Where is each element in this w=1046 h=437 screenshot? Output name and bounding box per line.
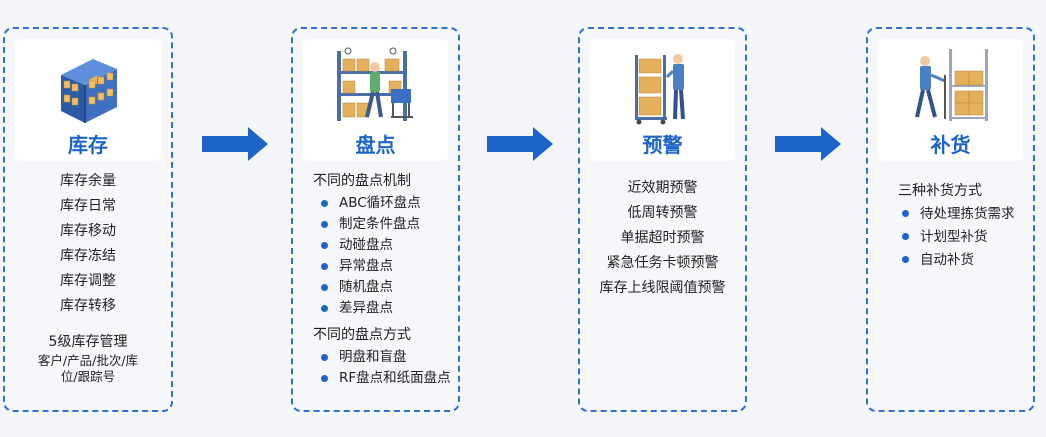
replenish-title: 补货 <box>930 133 971 157</box>
inventory-item: 库存移动 <box>60 223 116 239</box>
list-item: 制定条件盘点 <box>313 214 458 235</box>
replenish-panel: 补货 三种补货方式 待处理拣货需求 计划型补货 自动补货 <box>866 27 1035 412</box>
alert-body: 近效期预警 低周转预警 单据超时预警 紧急任务卡顿预警 库存上线限阈值预警 <box>580 176 745 301</box>
alert-item: 库存上线限阈值预警 <box>599 280 726 296</box>
list-item: 计划型补货 <box>894 226 1033 249</box>
inventory-item: 库存冻结 <box>60 248 116 264</box>
inventory-title: 库存 <box>68 133 108 157</box>
list-item: ABC循环盘点 <box>313 193 458 214</box>
inventory-item: 库存日常 <box>60 198 116 214</box>
list-item: 异常盘点 <box>313 256 458 277</box>
alert-item: 低周转预警 <box>627 205 698 221</box>
inventory-body: 库存余量 库存日常 库存移动 库存冻结 库存调整 库存转移 5级库存管理 客户/… <box>5 169 171 385</box>
stocktake-body: 不同的盘点机制 ABC循环盘点 制定条件盘点 动碰盘点 异常盘点 随机盘点 差异… <box>313 169 458 389</box>
list-item: 明盘和盲盘 <box>313 347 458 368</box>
replenish-header: 补货 <box>878 39 1023 161</box>
list-item: 差异盘点 <box>313 298 458 319</box>
inventory-management-desc: 客户/产品/批次/库 <box>37 353 139 368</box>
list-item: 待处理拣货需求 <box>894 203 1033 226</box>
stocktake-title: 盘点 <box>355 133 396 157</box>
alert-title: 预警 <box>642 133 683 157</box>
arrow-right-icon <box>775 127 841 161</box>
replenish-body: 三种补货方式 待处理拣货需求 计划型补货 自动补货 <box>898 179 1033 272</box>
replenish-worker-icon <box>914 49 988 121</box>
inventory-item: 库存转移 <box>60 298 116 314</box>
stocktake-mechanism-title: 不同的盘点机制 <box>313 173 411 189</box>
arrow-right-icon <box>202 127 268 161</box>
stocktake-panel: 盘点 不同的盘点机制 ABC循环盘点 制定条件盘点 动碰盘点 异常盘点 随机盘点… <box>291 27 460 412</box>
list-item: 随机盘点 <box>313 277 458 298</box>
list-item: 动碰盘点 <box>313 235 458 256</box>
inventory-item: 库存余量 <box>60 173 116 189</box>
inventory-management-desc: 位/跟踪号 <box>60 369 116 384</box>
list-item: 自动补货 <box>894 249 1033 272</box>
stocktake-header: 盘点 <box>303 39 448 161</box>
inventory-panel: 库存 库存余量 库存日常 库存移动 库存冻结 库存调整 库存转移 5级库存管理 … <box>3 27 173 412</box>
alert-header: 预警 <box>590 39 735 161</box>
stocktake-method-list: 明盘和盲盘 RF盘点和纸面盘点 <box>313 347 458 389</box>
replenish-method-title: 三种补货方式 <box>898 183 982 199</box>
arrow-right-icon <box>487 127 553 161</box>
stocktake-method-title: 不同的盘点方式 <box>313 327 411 343</box>
warehouse-rack-icon <box>61 59 117 123</box>
alert-item: 紧急任务卡顿预警 <box>606 255 719 271</box>
stocktake-worker-icon <box>336 47 413 121</box>
alert-worker-icon <box>634 54 685 125</box>
alert-panel: 预警 近效期预警 低周转预警 单据超时预警 紧急任务卡顿预警 库存上线限阈值预警 <box>578 27 747 412</box>
list-item: RF盘点和纸面盘点 <box>313 368 458 389</box>
replenish-method-list: 待处理拣货需求 计划型补货 自动补货 <box>894 203 1033 272</box>
alert-item: 单据超时预警 <box>620 230 705 246</box>
inventory-management-title: 5级库存管理 <box>48 334 128 350</box>
stocktake-mechanism-list: ABC循环盘点 制定条件盘点 动碰盘点 异常盘点 随机盘点 差异盘点 <box>313 193 458 319</box>
inventory-item: 库存调整 <box>60 273 116 289</box>
alert-item: 近效期预警 <box>627 180 698 196</box>
inventory-header: 库存 <box>15 39 161 161</box>
